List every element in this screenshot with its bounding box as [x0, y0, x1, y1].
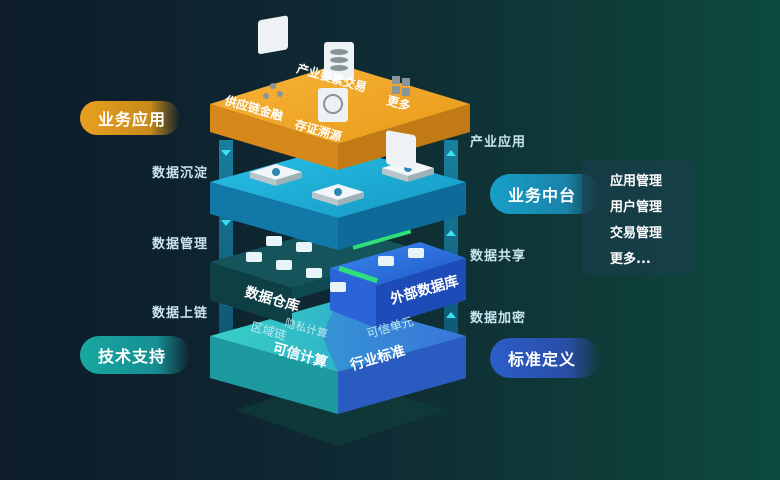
label-data-onchain: 数据上链	[152, 306, 209, 321]
top-text-more: 更多	[385, 92, 412, 113]
label-data-encrypt: 数据加密	[470, 311, 527, 326]
base-layer	[210, 300, 466, 414]
app-tiles	[250, 160, 434, 206]
base-text-trusted-unit: 可信单元	[365, 314, 415, 341]
connector-columns	[219, 140, 458, 340]
base-text-industry-standard: 行业标准	[347, 342, 406, 374]
label-data-manage: 数据管理	[152, 237, 209, 252]
label-industry-app: 产业应用	[470, 135, 527, 150]
chip-icons	[246, 236, 424, 292]
menu-item: 用户管理	[610, 200, 663, 215]
top-layer	[210, 15, 470, 170]
menu-item: 应用管理	[610, 174, 663, 189]
pill-business-center: 业务中台	[490, 174, 600, 214]
circuit-strip	[338, 227, 412, 284]
label-data-share: 数据共享	[470, 249, 527, 264]
base-text-trusted-compute: 可信计算	[271, 340, 330, 372]
top-icons	[258, 15, 416, 169]
pill-standard-def: 标准定义	[490, 338, 600, 378]
pill-tech-support: 技术支持	[80, 336, 190, 374]
pill-business-app: 业务应用	[80, 101, 180, 135]
data-text-external-db: 外部数据库	[388, 272, 460, 308]
top-text-supply-chain: 供应链金融	[222, 92, 285, 123]
data-text-warehouse: 数据仓库	[243, 284, 302, 316]
menu-panel: 应用管理 用户管理 交易管理 更多...	[582, 160, 694, 274]
data-layer	[210, 226, 466, 328]
label-data-settle: 数据沉淀	[152, 166, 209, 181]
pill-business-app-label: 业务应用	[98, 110, 167, 129]
menu-item: 交易管理	[610, 226, 663, 241]
pill-standard-def-label: 标准定义	[508, 350, 577, 369]
top-text-traceability: 存证溯源	[292, 116, 343, 144]
top-text-element-trade: 产业要素交易	[295, 60, 368, 94]
base-text-regional-chain: 区域链	[249, 318, 288, 342]
pill-business-center-label: 业务中台	[508, 186, 577, 205]
middle-layer	[210, 146, 466, 250]
ground-shadow	[236, 378, 446, 446]
base-text-privacy-compute: 隐私计算	[283, 315, 329, 341]
pill-tech-support-label: 技术支持	[98, 347, 167, 366]
menu-item: 更多...	[610, 252, 651, 267]
